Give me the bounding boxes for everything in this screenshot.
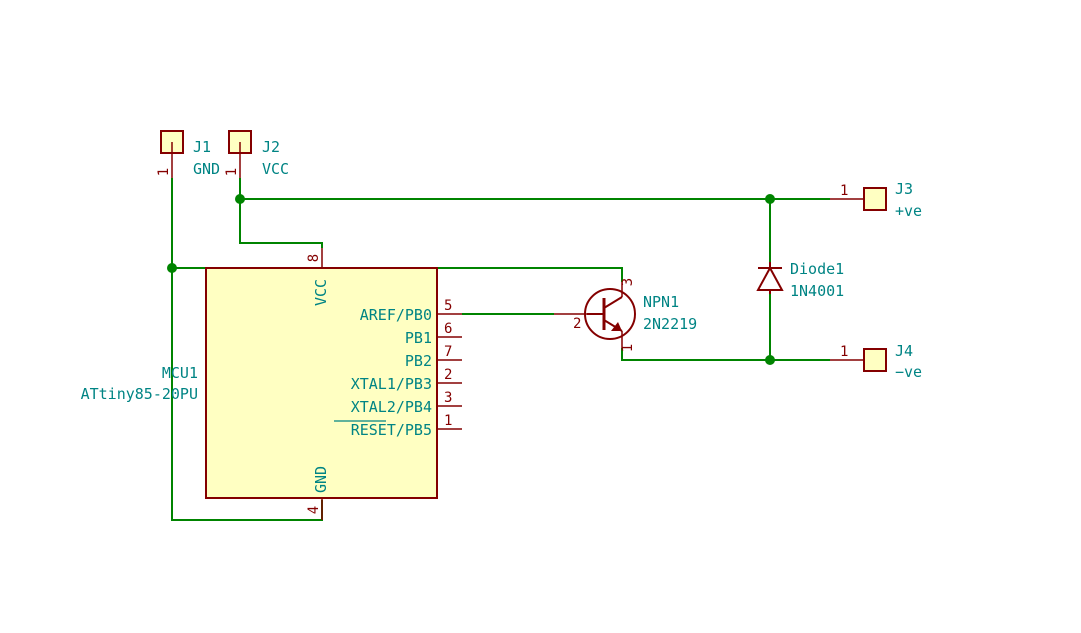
mcu-value: ATtiny85-20PU (81, 385, 198, 403)
mcu-pin-pb0-name: AREF/PB0 (360, 306, 432, 324)
diode-value: 1N4001 (790, 282, 844, 300)
j3-value: +ve (895, 202, 922, 220)
junction-vcc (235, 194, 245, 204)
j3-ref: J3 (895, 180, 913, 198)
mcu-pin-pb4[interactable]: XTAL2/PB4 3 (351, 390, 462, 416)
mcu-pin-pb1-number: 6 (444, 321, 452, 337)
mcu-ref: MCU1 (162, 364, 198, 382)
mcu-pin-pb4-name: XTAL2/PB4 (351, 398, 432, 416)
j1-value: GND (193, 160, 220, 178)
mcu-pin-pb3-number: 2 (444, 367, 452, 383)
mcu-pin-pb2[interactable]: PB2 7 (405, 344, 462, 370)
mcu-gnd-pin-number: 4 (306, 506, 322, 514)
connector-j3[interactable]: 1 J3 +ve (830, 180, 922, 220)
mcu-pin-pb5-number: 1 (444, 413, 452, 429)
mcu-pin-pb4-number: 3 (444, 390, 452, 406)
j4-ref: J4 (895, 342, 913, 360)
diode-ref: Diode1 (790, 260, 844, 278)
connector-j1[interactable]: 1 J1 GND (156, 130, 220, 178)
connector-j2[interactable]: 1 J2 VCC (224, 130, 289, 178)
mcu-pin-pb1-name: PB1 (405, 329, 432, 347)
mcu-pin-pb3[interactable]: XTAL1/PB3 2 (351, 367, 462, 393)
j4-value: −ve (895, 363, 922, 381)
j2-pin-number: 1 (224, 168, 240, 176)
wire-vcc-to-mcu[interactable] (239, 199, 323, 248)
mcu-pin-pb5-name: RESET/PB5 (351, 421, 432, 439)
npn-transistor[interactable]: 3 2 1 NPN1 2N2219 (554, 278, 697, 352)
diode-1n4001[interactable]: Diode1 1N4001 (756, 260, 844, 300)
j4-pin-number: 1 (840, 344, 848, 360)
j2-value: VCC (262, 160, 289, 178)
mcu-pin-pb0-number: 5 (444, 298, 452, 314)
npn-envelope (584, 288, 636, 340)
j4-body (863, 348, 887, 372)
j1-pin-number: 1 (156, 168, 172, 176)
junction-diode-bottom (765, 355, 775, 365)
mcu-gnd-label: GND (312, 466, 330, 493)
mcu-pin-pb2-name: PB2 (405, 352, 432, 370)
wire-emitter-rail[interactable] (621, 348, 830, 361)
mcu-pin-pb0[interactable]: AREF/PB0 5 (360, 298, 462, 324)
j3-body (863, 187, 887, 211)
npn-emitter-arrow (611, 322, 622, 331)
npn-value: 2N2219 (643, 315, 697, 333)
diode-triangle (756, 265, 784, 291)
mcu-pin-pb3-name: XTAL1/PB3 (351, 375, 432, 393)
j1-ref: J1 (193, 138, 211, 156)
npn-base-pin-number: 2 (573, 316, 581, 332)
mcu-vcc-label: VCC (312, 279, 330, 306)
mcu-pin-pb2-number: 7 (444, 344, 452, 360)
mcu-pin-pb1[interactable]: PB1 6 (405, 321, 462, 347)
j2-ref: J2 (262, 138, 280, 156)
npn-collector-pin-number: 3 (620, 278, 636, 286)
npn-ref: NPN1 (643, 293, 679, 311)
npn-emitter-pin-number: 1 (620, 344, 636, 352)
connector-j4[interactable]: 1 J4 −ve (830, 342, 922, 381)
j3-pin-number: 1 (840, 183, 848, 199)
junction-diode-top (765, 194, 775, 204)
mcu-pin-pb5[interactable]: RESET/PB5 1 (334, 413, 462, 439)
npn-collector-line (603, 296, 623, 309)
mcu-attiny85[interactable]: 8 VCC 4 GND AREF/PB0 5 PB1 6 PB2 7 XTAL1… (81, 248, 462, 520)
mcu-vcc-pin-number: 8 (306, 254, 322, 262)
junction-gnd (167, 263, 177, 273)
